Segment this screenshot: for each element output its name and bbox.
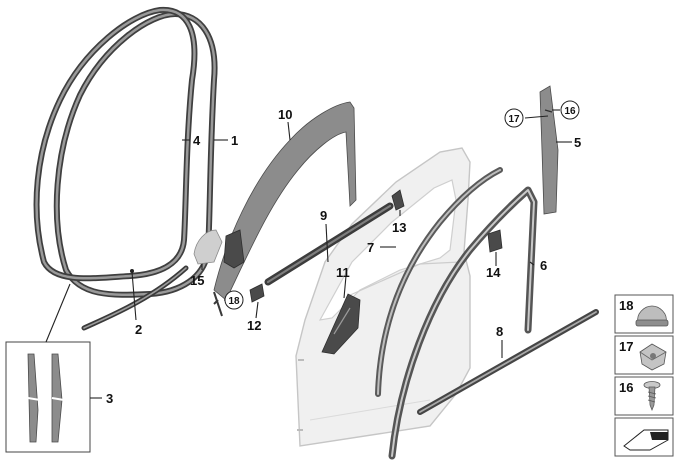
nut-clip-icon — [639, 343, 667, 371]
callout-1: 1 — [231, 133, 238, 148]
callout-10: 10 — [278, 107, 292, 122]
callout-3: 3 — [106, 391, 113, 406]
small-clip-12 — [249, 283, 265, 303]
callout-5: 5 — [574, 135, 581, 150]
clip-13 — [391, 189, 405, 211]
detail-box — [5, 341, 91, 453]
push-clip-icon — [635, 305, 669, 327]
legend-18-number: 18 — [619, 298, 633, 313]
door-panel — [295, 147, 471, 447]
callout-9: 9 — [320, 208, 327, 223]
window-channel — [375, 167, 503, 397]
door-seal-outer — [53, 11, 218, 298]
bracket-14 — [487, 229, 503, 253]
arrow-symbol-icon — [623, 429, 669, 451]
callout-6: 6 — [540, 258, 547, 273]
door-seal-inner — [33, 6, 198, 282]
callout-7: 7 — [367, 240, 374, 255]
lower-door-strip — [417, 309, 599, 415]
callout-8: 8 — [496, 324, 503, 339]
callout-13: 13 — [392, 220, 406, 235]
sill-strip — [81, 265, 189, 331]
window-guide — [388, 186, 538, 460]
callout-4: 4 — [193, 133, 201, 148]
callout-16-circle: 16 — [564, 106, 576, 117]
callout-15: 15 — [190, 273, 204, 288]
callout-2: 2 — [135, 322, 142, 337]
callout-12: 12 — [247, 318, 261, 333]
callout-17-circle: 17 — [508, 114, 520, 125]
fastener-legend: 18 17 16 — [614, 294, 674, 457]
belt-strip — [264, 202, 394, 286]
b-pillar-cover — [539, 85, 559, 215]
legend-16-number: 16 — [619, 380, 633, 395]
legend-17-number: 17 — [619, 339, 633, 354]
callout-18-circle: 18 — [228, 296, 240, 307]
mirror-triangle — [321, 293, 361, 355]
pillar-trim — [213, 101, 357, 317]
leader-detail — [45, 283, 71, 343]
pillar-cap — [193, 229, 223, 265]
callout-labels: 1 4 2 3 10 9 13 7 11 12 15 14 6 8 5 18 1… — [106, 100, 581, 406]
callout-11: 11 — [336, 265, 350, 280]
callout-14: 14 — [486, 265, 501, 280]
self-tapping-screw-icon — [643, 381, 661, 411]
